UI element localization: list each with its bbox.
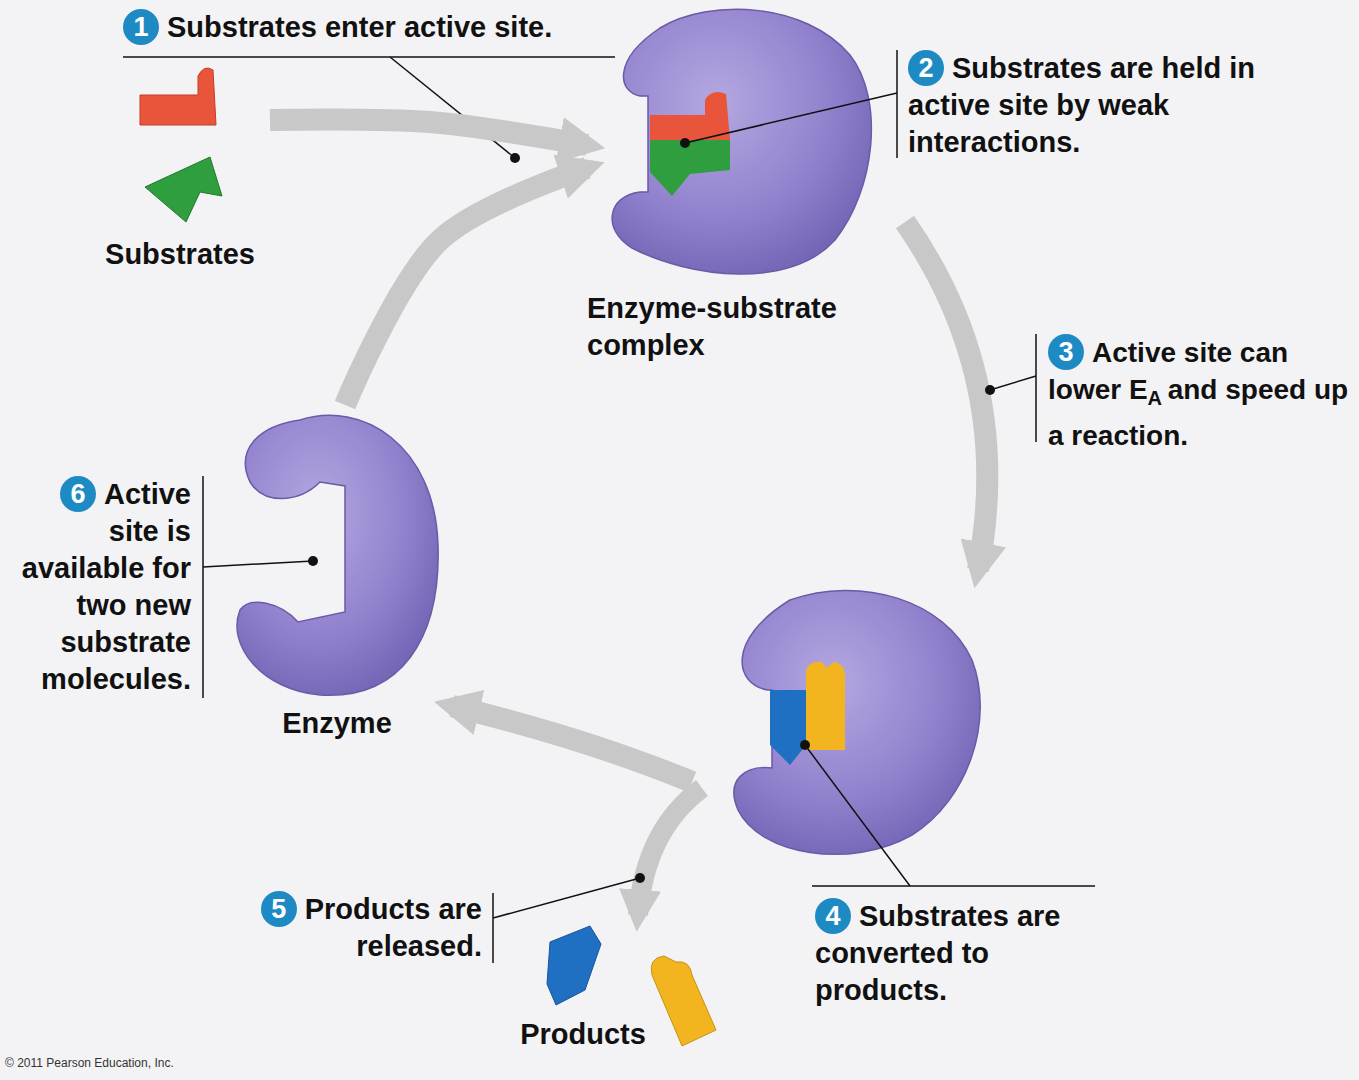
callout-rule xyxy=(896,50,898,158)
copyright-text: © 2011 Pearson Education, Inc. xyxy=(5,1056,174,1070)
callout-number: 6 xyxy=(60,476,96,512)
substrate-shape xyxy=(650,92,730,140)
leader-dot xyxy=(510,153,520,163)
copyright-block: © 2011 Pearson Education, Inc. xyxy=(5,1056,305,1070)
callout-text: Substrates are held in active site by we… xyxy=(908,52,1255,158)
callout-number: 4 xyxy=(815,898,851,934)
leader-line xyxy=(203,561,313,567)
leader-line xyxy=(493,878,640,918)
leader-line xyxy=(390,57,515,158)
stage-label: Substrates xyxy=(90,236,270,273)
enzyme-shape xyxy=(612,9,871,274)
callout-text: Products are released. xyxy=(305,893,482,962)
stage-node: Enzyme-substrate complex xyxy=(587,0,877,368)
callout-block: 6Active site is available for two new su… xyxy=(5,476,191,698)
callout-block: 2Substrates are held in active site by w… xyxy=(908,50,1273,161)
release-arrow xyxy=(638,788,702,915)
callout-rule xyxy=(492,893,494,963)
callout-block: 3Active site can lower EAand speed up a … xyxy=(1048,334,1353,454)
cycle-arrow xyxy=(270,119,587,145)
leader-dot xyxy=(680,138,690,148)
callout-text: A xyxy=(1148,387,1162,409)
enzyme-shape xyxy=(237,415,438,695)
leader-line xyxy=(805,745,910,886)
stage-node: Substrates xyxy=(90,60,270,277)
substrate-shape xyxy=(650,140,730,196)
stage-node: Enzyme xyxy=(237,405,437,746)
product-shape xyxy=(651,956,716,1046)
leader-line xyxy=(990,376,1036,390)
leader-line xyxy=(685,93,897,143)
callout-number: 1 xyxy=(123,9,159,45)
callout-number: 2 xyxy=(908,50,944,86)
cycle-arrow xyxy=(345,168,587,405)
stage-label: Products xyxy=(510,1016,656,1053)
callout-text: Substrates are converted to products. xyxy=(815,900,1061,1006)
callout-rule xyxy=(1035,334,1037,442)
leader-dot xyxy=(635,873,645,883)
callout-block: 4Substrates are converted to products. xyxy=(815,898,1105,1009)
callout-text: Active site is available for two new sub… xyxy=(22,478,191,695)
cycle-arrow xyxy=(905,222,987,570)
substrate-shape xyxy=(140,68,216,125)
callout-block: 1Substrates enter active site. xyxy=(123,9,623,46)
substrate-shape xyxy=(145,157,222,222)
callout-number: 3 xyxy=(1048,334,1084,370)
product-shape xyxy=(806,662,845,750)
leader-dot xyxy=(985,385,995,395)
callout-rule xyxy=(123,56,615,58)
callout-text: Substrates enter active site. xyxy=(167,11,552,43)
callout-rule xyxy=(812,885,1095,887)
callout-rule xyxy=(202,476,204,698)
product-shape xyxy=(547,926,601,1005)
leader-dot xyxy=(800,740,810,750)
leader-dot xyxy=(308,556,318,566)
stage-node: Products xyxy=(510,1016,656,1057)
callout-number: 5 xyxy=(261,891,297,927)
product-shape xyxy=(770,690,806,765)
callout-block: 5Products are released. xyxy=(230,891,482,965)
stage-label: Enzyme xyxy=(237,705,437,742)
stage-label: Enzyme-substrate complex xyxy=(587,290,877,364)
cycle-arrow xyxy=(452,706,692,782)
